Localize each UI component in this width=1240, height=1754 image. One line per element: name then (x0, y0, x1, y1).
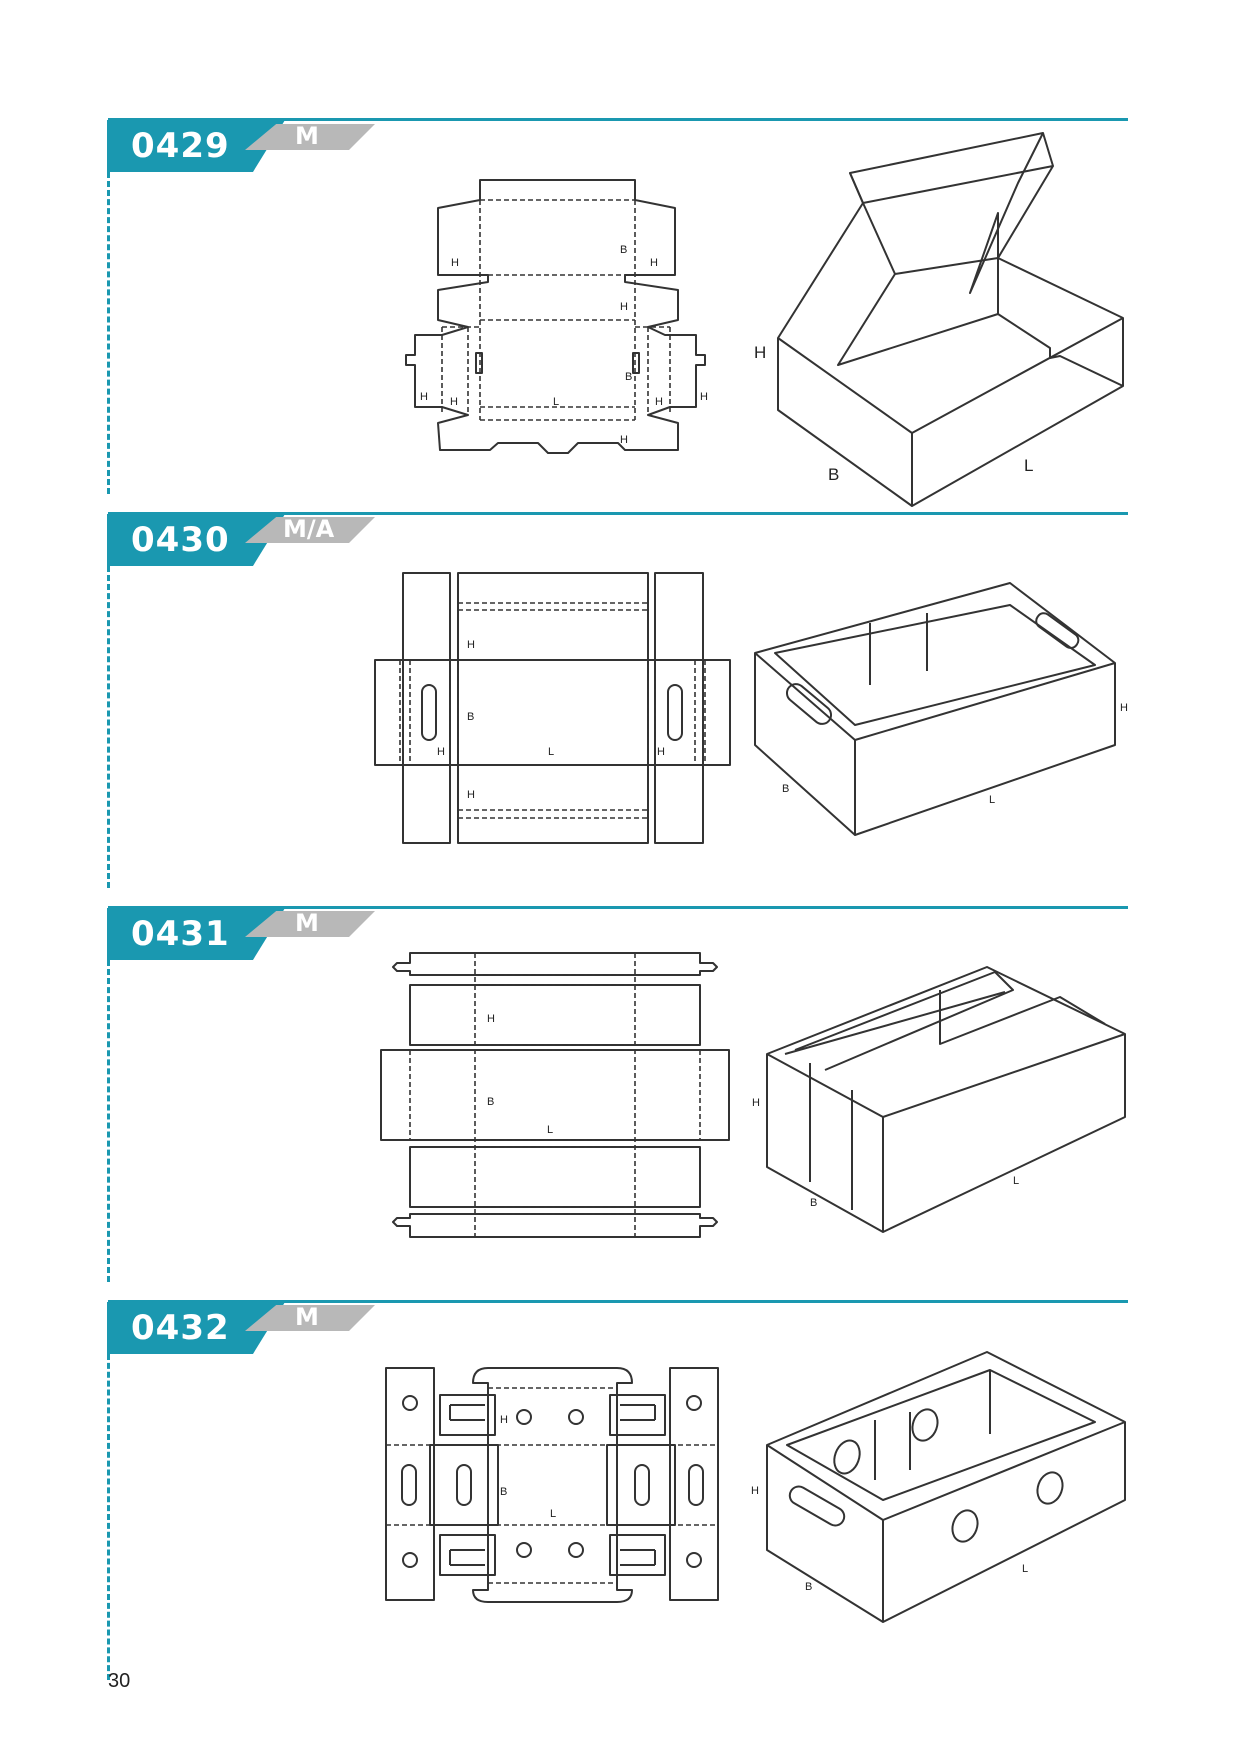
box-h-label: H (751, 1485, 759, 1497)
product-code: 0430 (131, 520, 230, 560)
section-rule (108, 118, 1128, 121)
page-number: 30 (108, 1670, 131, 1692)
box-b-label: B (805, 1581, 812, 1593)
section-dash-line (107, 1354, 110, 1680)
product-code-tab: 0429 (107, 120, 285, 172)
flat-h-label: H (500, 1414, 508, 1426)
flat-b-label: B (625, 371, 632, 383)
flat-h-label: H (700, 391, 708, 403)
box-3d-0431: H B L (752, 966, 1126, 1233)
section-rule (108, 1300, 1128, 1303)
flat-dieline-0430: H B H L H H (374, 572, 731, 844)
box-3d-0430: H B L (754, 582, 1128, 836)
box-b-label: B (828, 465, 839, 484)
product-code: 0429 (131, 126, 230, 166)
flat-dieline-0429: H H B H H H L B H H H (405, 179, 708, 454)
flat-h-label: H (657, 746, 665, 758)
flat-h-label: H (650, 257, 658, 269)
section-dash-line (107, 172, 110, 494)
flat-l-label: L (548, 746, 554, 758)
section-dash-line (107, 566, 110, 888)
flat-h-label: H (420, 391, 428, 403)
flat-h-label: H (451, 257, 459, 269)
box-l-label: L (1013, 1175, 1019, 1187)
box-b-label: B (810, 1197, 817, 1209)
section-rule (108, 906, 1128, 909)
type-label: M (295, 909, 319, 937)
flat-b-label: B (620, 244, 627, 256)
box-3d-0429: H B L (754, 132, 1124, 507)
type-label: M (295, 1303, 319, 1331)
flat-h-label: H (450, 396, 458, 408)
flat-h-label: H (655, 396, 663, 408)
flat-h-label: H (467, 789, 475, 801)
flat-h-label: H (437, 746, 445, 758)
flat-l-label: L (550, 1508, 556, 1520)
box-h-label: H (752, 1097, 760, 1109)
box-l-label: L (1022, 1563, 1028, 1575)
type-label: M/A (283, 515, 335, 543)
box-h-label: H (1120, 702, 1128, 714)
section-dash-line (107, 960, 110, 1282)
section-rule (108, 512, 1128, 515)
flat-h-label: H (467, 639, 475, 651)
flat-h-label: H (620, 301, 628, 313)
flat-b-label: B (467, 711, 474, 723)
box-3d-0432: H B L (751, 1351, 1126, 1623)
flat-l-label: L (553, 396, 559, 408)
box-b-label: B (782, 783, 789, 795)
flat-h-label: H (620, 434, 628, 446)
product-code: 0431 (131, 914, 230, 954)
flat-b-label: B (500, 1486, 507, 1498)
flat-l-label: L (547, 1124, 553, 1136)
box-h-label: H (754, 343, 766, 362)
box-l-label: L (1024, 456, 1033, 475)
flat-b-label: B (487, 1096, 494, 1108)
product-code: 0432 (131, 1308, 230, 1348)
flat-h-label: H (487, 1013, 495, 1025)
flat-dieline-0431: H B L (380, 952, 730, 1238)
box-l-label: L (989, 794, 995, 806)
type-label: M (295, 122, 319, 150)
flat-dieline-0432: H B L (385, 1367, 719, 1603)
